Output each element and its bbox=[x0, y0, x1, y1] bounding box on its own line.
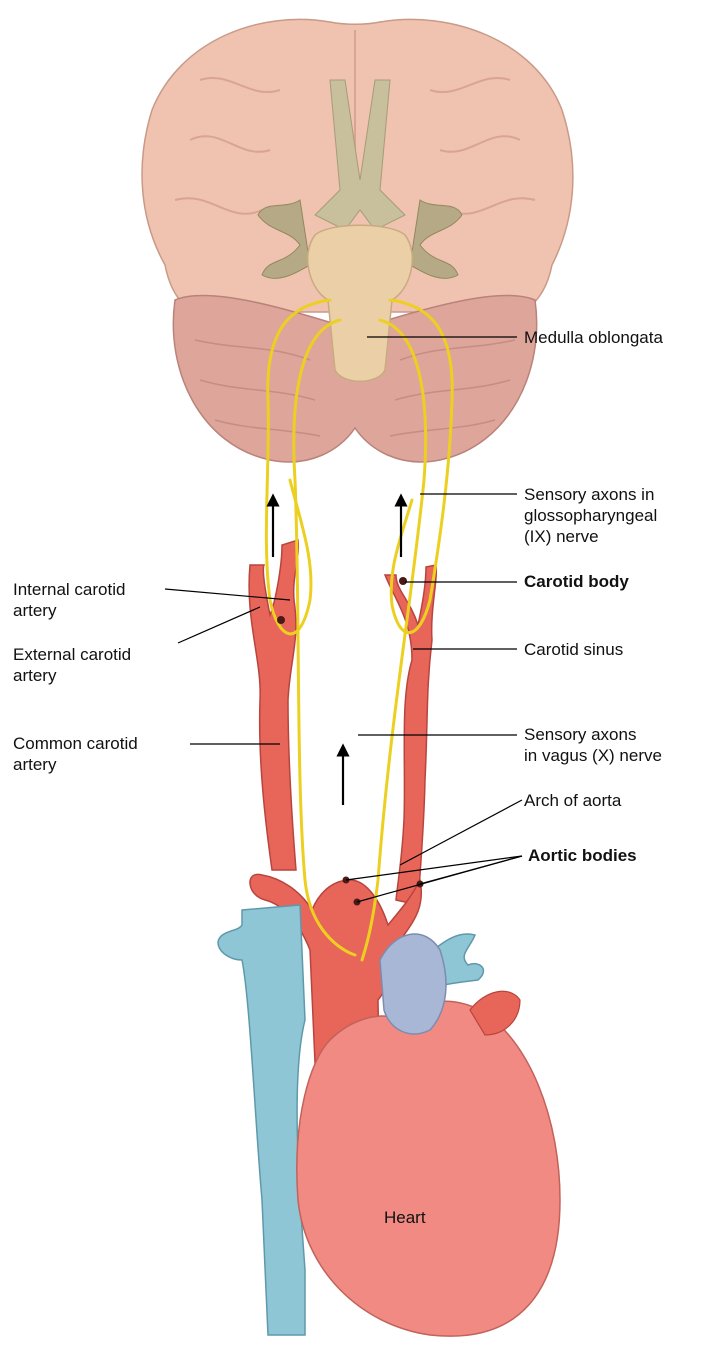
label-external-carotid: External carotid artery bbox=[13, 644, 131, 686]
label-sensory-axons-ix-line3: (IX) nerve bbox=[524, 526, 657, 547]
label-internal-carotid-line1: Internal carotid bbox=[13, 579, 125, 600]
label-common-carotid-line1: Common carotid bbox=[13, 733, 138, 754]
brain bbox=[142, 19, 573, 462]
label-sensory-axons-ix-line2: glossopharyngeal bbox=[524, 505, 657, 526]
label-carotid-body: Carotid body bbox=[524, 571, 629, 592]
leader-aortic-body-1 bbox=[346, 856, 522, 880]
left-carotid-tree bbox=[249, 540, 298, 870]
label-sensory-axons-x-line2: in vagus (X) nerve bbox=[524, 745, 662, 766]
carotid-body-left-dot bbox=[277, 616, 285, 624]
label-external-carotid-line1: External carotid bbox=[13, 644, 131, 665]
leader-external-carotid bbox=[178, 607, 260, 643]
label-heart: Heart bbox=[384, 1207, 426, 1228]
label-internal-carotid: Internal carotid artery bbox=[13, 579, 125, 621]
label-arch-of-aorta: Arch of aorta bbox=[524, 790, 621, 811]
label-medulla-oblongata: Medulla oblongata bbox=[524, 327, 663, 348]
carotid-body-right-dot bbox=[399, 577, 407, 585]
label-aortic-bodies: Aortic bodies bbox=[528, 845, 637, 866]
leader-internal-carotid bbox=[165, 589, 290, 600]
label-internal-carotid-line2: artery bbox=[13, 600, 125, 621]
label-common-carotid-line2: artery bbox=[13, 754, 138, 775]
label-common-carotid: Common carotid artery bbox=[13, 733, 138, 775]
label-carotid-sinus: Carotid sinus bbox=[524, 639, 623, 660]
label-sensory-axons-x-line1: Sensory axons bbox=[524, 724, 662, 745]
heart-body bbox=[297, 1001, 560, 1336]
leader-aortic-body-3 bbox=[357, 856, 522, 902]
label-sensory-axons-ix-line1: Sensory axons in bbox=[524, 484, 657, 505]
label-sensory-axons-ix: Sensory axons in glossopharyngeal (IX) n… bbox=[524, 484, 657, 547]
label-sensory-axons-x: Sensory axons in vagus (X) nerve bbox=[524, 724, 662, 766]
superior-vena-cava bbox=[218, 905, 305, 1335]
pulmonary-trunk bbox=[380, 934, 446, 1034]
label-external-carotid-line2: artery bbox=[13, 665, 131, 686]
